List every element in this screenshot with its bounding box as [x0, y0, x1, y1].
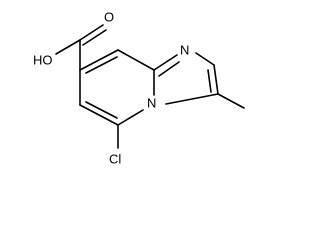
imine-nitrogen-label: N	[180, 42, 189, 57]
bond-c2-c3-a	[213, 64, 219, 95]
bond-carboxyl-o-double-b	[82, 29, 107, 46]
bond-carboxyl-oh	[55, 39, 81, 55]
chlorine-label: Cl	[109, 151, 121, 166]
bond-c2-c3-b	[207, 69, 212, 93]
bond-c8a-n1-b	[158, 61, 180, 77]
bond-c5-c6	[79, 104, 119, 126]
bond-n4-c5	[117, 109, 144, 126]
bond-c7-c8-inner	[85, 56, 118, 74]
bond-c3-n4	[165, 93, 219, 105]
bond-c5-c6-inner	[85, 101, 118, 119]
hydroxyl-label: HO	[33, 52, 53, 67]
bond-c3-methyl	[217, 93, 245, 109]
bond-n1-c2	[195, 52, 215, 66]
bond-c7-c8	[79, 49, 119, 71]
bond-c8a-n1-a	[153, 54, 178, 71]
chemical-structure-diagram: HO O N N Cl	[33, 9, 245, 166]
bond-c8-c8a	[117, 49, 155, 71]
bond-carboxyl-o-double-a	[79, 24, 104, 41]
carbonyl-oxygen-label: O	[104, 9, 114, 24]
bridge-nitrogen-label: N	[147, 95, 156, 110]
